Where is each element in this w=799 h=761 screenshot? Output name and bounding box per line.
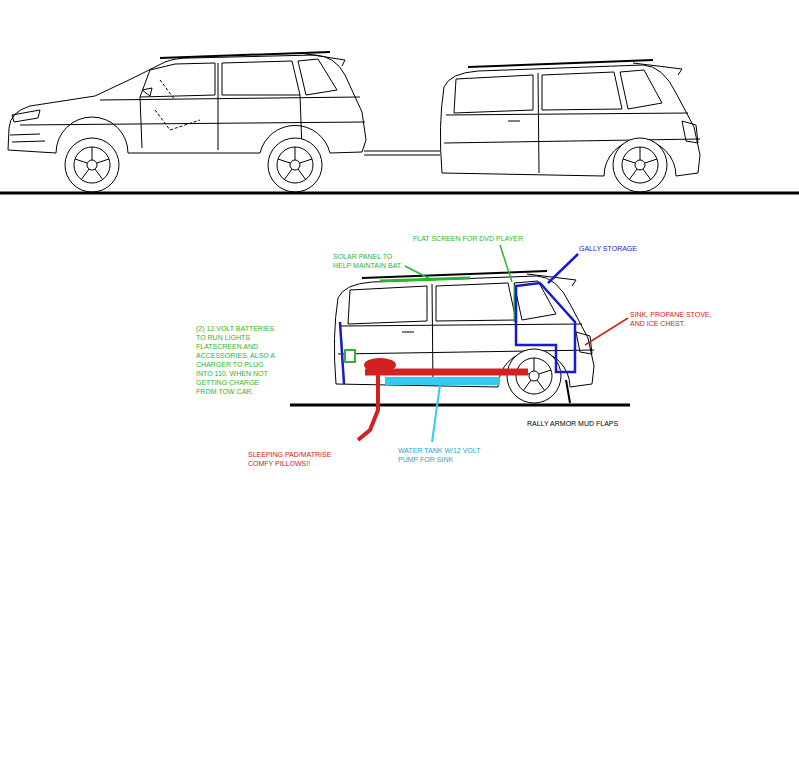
callout-text: SLEEPING PAD/MATRISE COMFY PILLOWS!! [248, 450, 332, 468]
label: WATER TANK W/12 VOLT PUMP FOR SINK [398, 446, 490, 464]
label: SINK, PROPANE STOVE, AND ICE CHEST. [630, 310, 722, 328]
callout-text: SOLAR PANEL TO HELP MAINTAIN BAT. [333, 252, 405, 270]
label: GALLY STORAGE [579, 244, 637, 253]
label: SOLAR PANEL TO HELP MAINTAIN BAT. [333, 252, 405, 270]
callout-text: (2) 12 VOLT BATTERIES TO RUN LIGHTS FLAT… [196, 324, 276, 396]
label: (2) 12 VOLT BATTERIES TO RUN LIGHTS FLAT… [196, 324, 276, 396]
callout-text: WATER TANK W/12 VOLT PUMP FOR SINK [398, 446, 490, 464]
callout-text: SINK, PROPANE STOVE, AND ICE CHEST. [630, 310, 722, 328]
label: FLAT SCREEN FOR DVD PLAYER [413, 234, 523, 243]
label: RALLY ARMOR MUD FLAPS [527, 419, 618, 428]
callout-text: GALLY STORAGE [579, 244, 637, 253]
label: SLEEPING PAD/MATRISE COMFY PILLOWS!! [248, 450, 332, 468]
callout-text: FLAT SCREEN FOR DVD PLAYER [413, 234, 523, 243]
callout-text: RALLY ARMOR MUD FLAPS [527, 419, 618, 428]
